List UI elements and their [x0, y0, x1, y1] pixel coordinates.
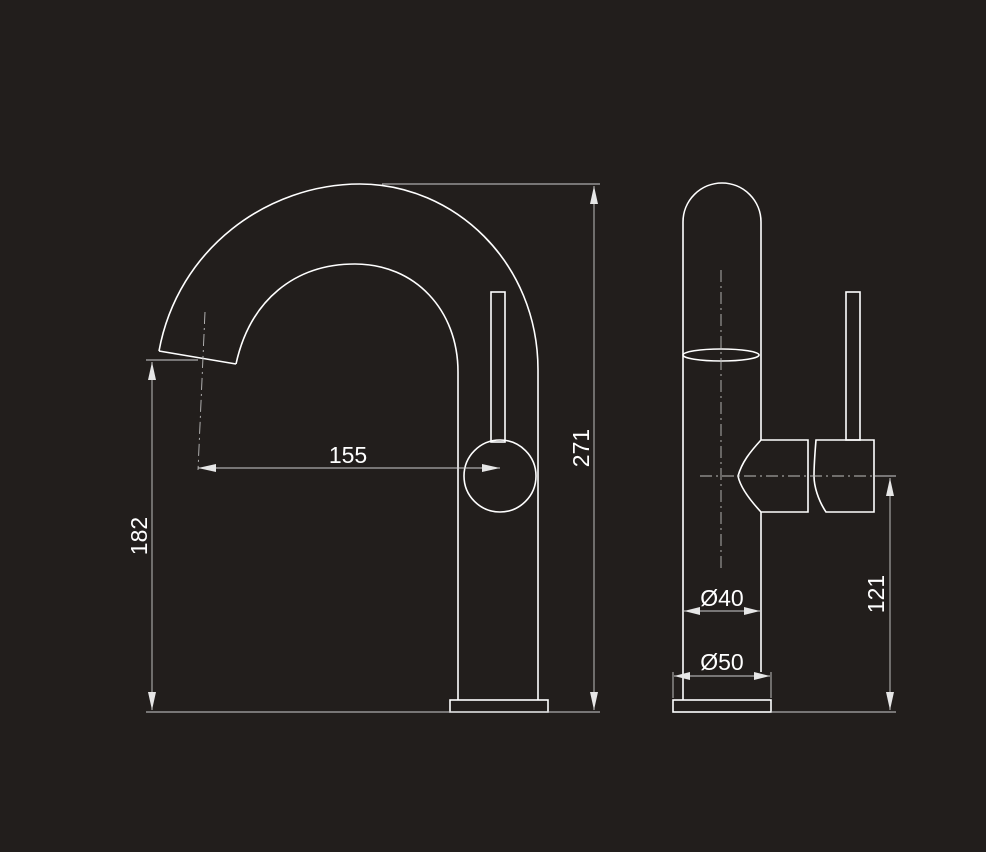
reach-label: 155 [329, 442, 367, 468]
handle-height-label: 121 [863, 575, 889, 613]
total-height-dimension: 271 [382, 183, 600, 710]
spout-height-dimension: 182 [126, 359, 600, 713]
body-diameter-dimension: Ø40 [684, 585, 760, 615]
lever-handle-front [463, 291, 537, 513]
front-view: 155 182 271 [126, 183, 600, 713]
spout-height-label: 182 [126, 517, 152, 555]
handle-height-dimension: 121 [771, 475, 896, 713]
base-diameter-label: Ø50 [700, 649, 743, 675]
total-height-label: 271 [568, 429, 594, 467]
base-diameter-dimension: Ø50 [672, 649, 772, 698]
body-diameter-label: Ø40 [700, 585, 743, 611]
spout-centerline [197, 311, 206, 471]
faucet-side-outline [672, 182, 772, 713]
lever-handle-side [737, 291, 875, 513]
reach-dimension: 155 [198, 442, 500, 472]
side-view: Ø40 Ø50 121 [672, 182, 896, 713]
